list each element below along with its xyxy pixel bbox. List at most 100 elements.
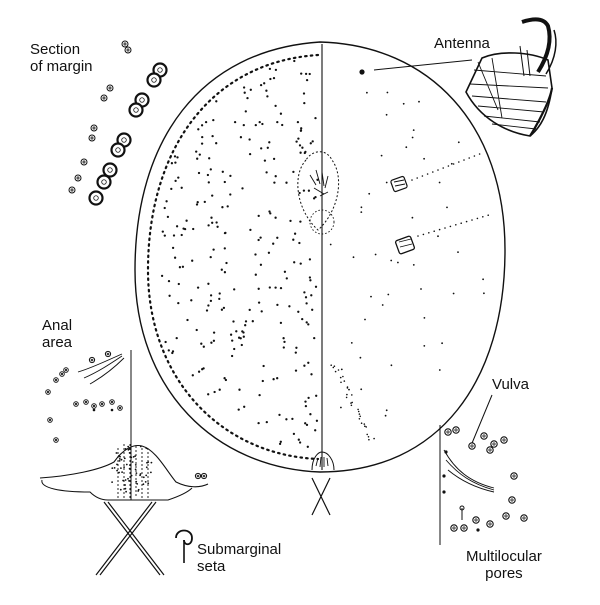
dorsal-pore <box>259 263 263 266</box>
anal-stipple <box>147 482 150 485</box>
dorsal-pore <box>304 422 307 425</box>
dorsal-pore <box>298 191 301 195</box>
dorsal-pore <box>300 127 303 130</box>
ventral-pore <box>385 409 388 412</box>
dorsal-pore <box>257 238 260 242</box>
anal-stipple <box>129 488 132 491</box>
ventral-pore <box>384 414 387 417</box>
marginal-pore <box>68 186 76 194</box>
ventral-pore <box>332 366 335 369</box>
multilocular-pore <box>480 432 488 440</box>
label-multilocular-pores-line2: pores <box>485 565 523 582</box>
dorsal-pore <box>163 234 166 237</box>
ventral-pore <box>334 370 337 373</box>
dorsal-pore <box>195 328 198 332</box>
dorsal-pore <box>172 234 176 237</box>
marginal-duct <box>88 190 104 206</box>
dorsal-pore <box>283 270 287 273</box>
dorsal-pore <box>274 216 277 219</box>
marginal-pore <box>80 158 88 166</box>
multilocular-pore <box>490 440 498 448</box>
spiracular-pore <box>432 171 434 173</box>
ventral-pore <box>346 387 349 389</box>
spiracular-pore <box>426 173 429 175</box>
dorsal-pore <box>243 405 246 408</box>
dorsal-pore <box>226 205 229 208</box>
dorsal-pore <box>215 221 218 224</box>
dorsal-pore <box>254 123 257 127</box>
anal-stipple <box>116 463 118 466</box>
dorsal-pore <box>242 331 245 334</box>
anal-stipple <box>135 480 138 483</box>
ventral-pore <box>482 278 484 281</box>
dorsal-pore <box>308 72 311 76</box>
dorsal-pore <box>237 336 241 339</box>
dorsal-pore <box>174 179 177 183</box>
ventral-pore <box>357 410 360 413</box>
ventral-pore <box>387 293 390 296</box>
dorsal-pore <box>296 120 300 124</box>
dorsal-pore <box>314 195 317 199</box>
dorsal-pore <box>242 123 245 127</box>
ventral-pore <box>350 404 353 407</box>
marginal-pore <box>100 94 108 102</box>
dorsal-pore <box>231 339 234 342</box>
body-outline-path <box>134 41 506 473</box>
spiracle-upper <box>390 175 408 193</box>
spiracle-lower <box>395 235 415 255</box>
label-submarginal-seta-line2: seta <box>197 558 226 575</box>
dorsal-pore <box>209 299 213 303</box>
dorsal-pore <box>181 265 185 268</box>
dorsal-pore <box>212 331 216 334</box>
multilocular-pore <box>500 436 508 444</box>
dorsal-pore <box>249 228 252 232</box>
dorsal-pore <box>160 274 164 278</box>
dorsal-pore <box>303 101 306 105</box>
dorsal-pore <box>263 82 266 85</box>
dorsal-pore <box>167 349 170 352</box>
ventral-pore <box>359 356 362 359</box>
dorsal-pore <box>257 301 261 304</box>
dorsal-pore <box>223 180 226 184</box>
ventral-pore <box>363 423 366 425</box>
dorsal-pore <box>299 220 302 223</box>
dorsal-pore <box>300 72 303 75</box>
anal-stipple <box>130 474 133 477</box>
dorsal-pore <box>297 438 300 441</box>
ventral-pore <box>386 91 389 94</box>
ventral-pore <box>340 406 342 409</box>
dorsal-pore <box>302 189 306 192</box>
anal-pore <box>200 472 208 480</box>
anal-stipple <box>128 467 131 470</box>
anal-area-pores <box>45 350 208 493</box>
dorsal-pore <box>272 157 276 161</box>
spiracular-pore <box>437 169 439 171</box>
anal-stipple <box>118 458 121 460</box>
anal-area-drawing <box>39 350 209 576</box>
dorsal-pore <box>262 364 265 368</box>
dorsal-pore <box>269 212 272 215</box>
spiracular-pore <box>460 222 463 224</box>
dorsal-pore <box>215 142 218 145</box>
spiracular-pore <box>473 155 476 157</box>
vulva-pores-central <box>297 151 339 231</box>
dorsal-pore <box>176 156 179 159</box>
dorsal-pore <box>238 388 241 391</box>
dorsal-pore <box>173 155 177 158</box>
dorsal-pore <box>292 238 295 241</box>
vulva-lines-central <box>309 169 329 197</box>
dorsal-pore <box>196 157 199 160</box>
label-submarginal-seta-line1: Submarginal <box>197 541 282 558</box>
dorsal-pore <box>235 330 238 333</box>
dorsal-pore <box>272 378 275 381</box>
dorsal-pore <box>203 200 206 204</box>
dorsal-pore <box>230 354 234 358</box>
dorsal-pore <box>195 150 198 153</box>
dorsal-pore <box>260 310 263 313</box>
anal-stipple <box>124 448 127 450</box>
dorsal-pore <box>220 268 223 271</box>
dorsal-pore <box>307 361 310 364</box>
dorsal-pore <box>180 233 183 237</box>
ventral-pore <box>366 433 369 436</box>
dorsal-pore <box>223 247 226 250</box>
